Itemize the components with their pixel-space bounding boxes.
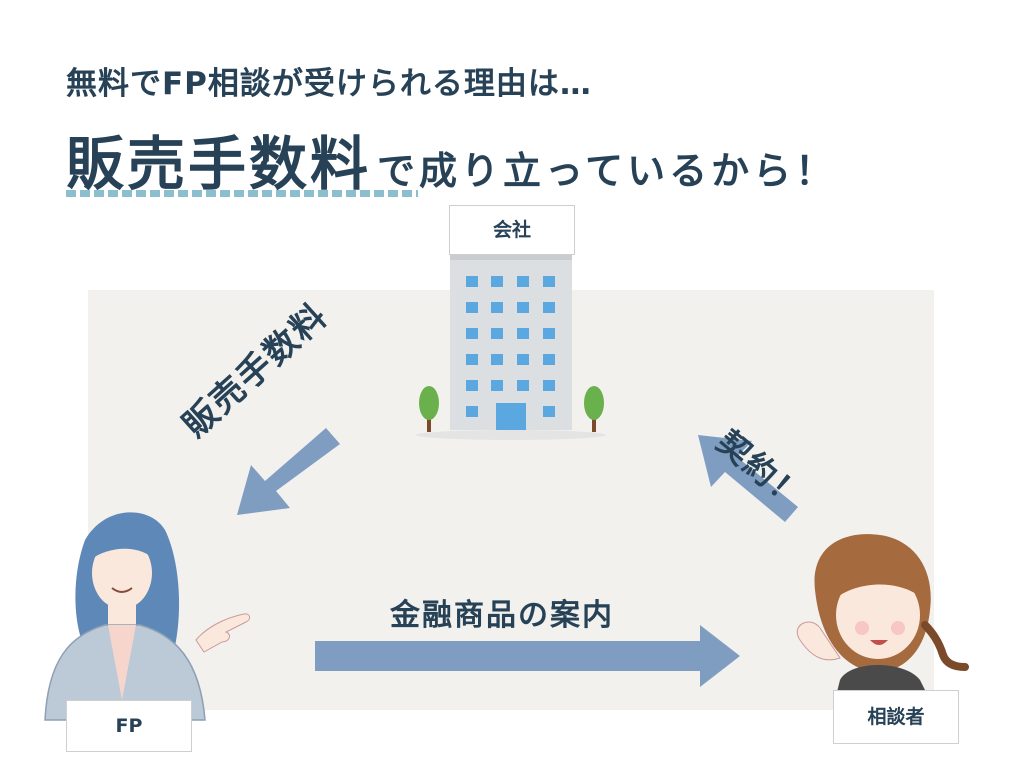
node-company: 会社 <box>449 205 575 255</box>
arrow-product-guide <box>315 625 740 687</box>
arrow-commission <box>237 428 340 515</box>
arrow-contract <box>698 435 798 522</box>
tree-icon-left <box>419 386 439 432</box>
fp-person-icon <box>44 512 251 721</box>
headline-line2: 販売手数料で成り立っているから！ <box>66 117 837 201</box>
dotted-underline <box>66 190 418 197</box>
headline-highlight: 販売手数料 <box>66 130 372 198</box>
headline-line1: 無料でFP相談が受けられる理由は… <box>66 66 592 102</box>
tree-icon-right <box>584 386 604 432</box>
edge-label-product-guide: 金融商品の案内 <box>390 598 614 633</box>
headline-rest: で成り立っているから！ <box>377 149 838 193</box>
consultee-person-icon <box>797 534 969 700</box>
building-icon <box>416 252 606 440</box>
node-consultee: 相談者 <box>833 690 959 744</box>
node-fp: FP <box>66 700 192 752</box>
